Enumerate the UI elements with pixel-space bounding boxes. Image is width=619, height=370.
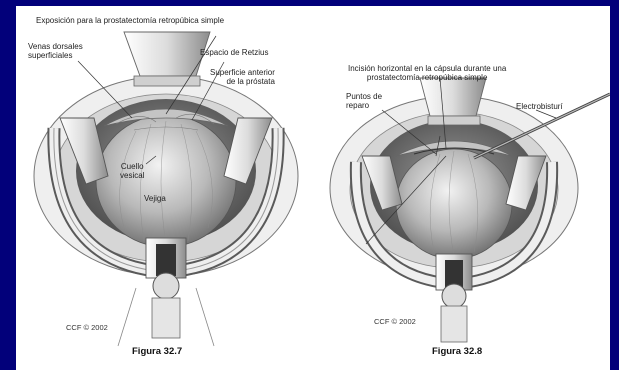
right-retractor-figure	[330, 78, 610, 342]
label-superficie-anterior: Superficie anterior de la próstata	[210, 68, 275, 86]
label-vejiga: Vejiga	[144, 194, 166, 203]
label-electrobisturi: Electrobisturí	[516, 102, 563, 111]
label-puntos-reparo: Puntos de reparo	[346, 92, 382, 110]
label-venas-dorsales: Venas dorsales superficiales	[28, 42, 83, 60]
left-figure-title: Exposición para la prostatectomía retrop…	[36, 16, 224, 25]
label-cuello-vesical: Cuello vesical	[120, 162, 144, 180]
right-figure-title: Incisión horizontal en la cápsula durant…	[348, 64, 506, 82]
right-credit: CCF © 2002	[374, 318, 416, 326]
label-espacio-retzius: Espacio de Retzius	[200, 48, 268, 57]
left-credit: CCF © 2002	[66, 324, 108, 332]
left-figure-caption: Figura 32.7	[132, 346, 182, 357]
surgical-illustrations	[16, 6, 610, 370]
right-figure-caption: Figura 32.8	[432, 346, 482, 357]
illustration-sheet: Exposición para la prostatectomía retrop…	[16, 6, 610, 370]
